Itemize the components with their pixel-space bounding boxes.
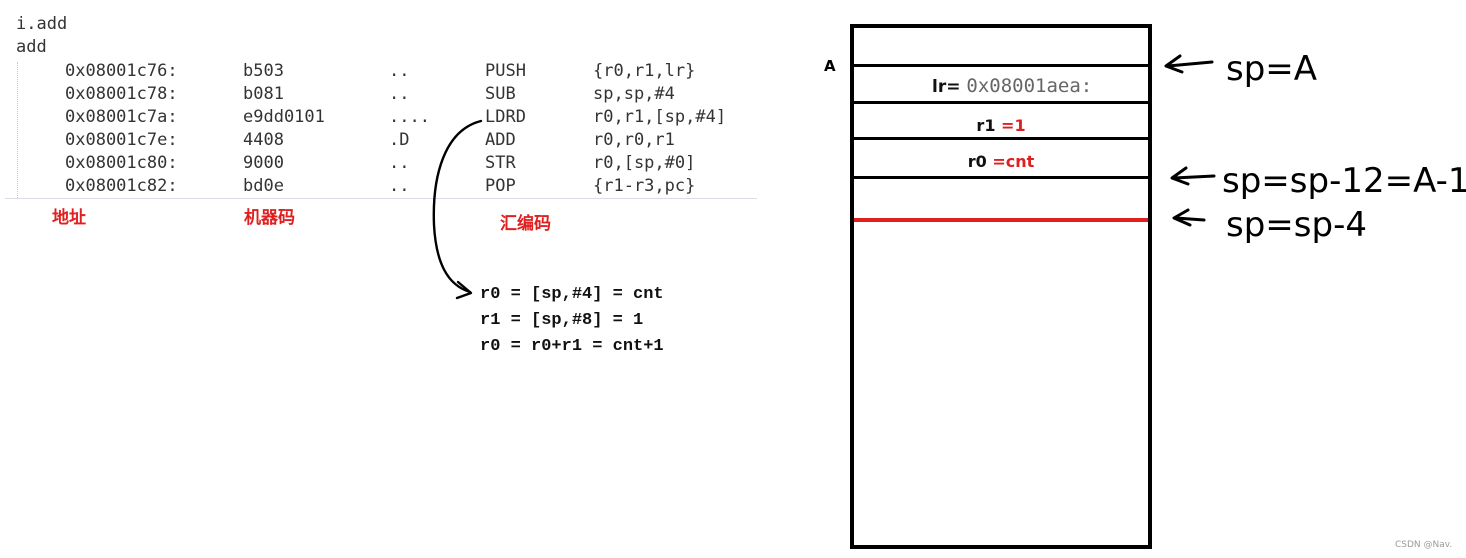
- stack-divider: [854, 64, 1148, 67]
- machine-code-cell: 4408: [243, 130, 284, 150]
- operands-cell: {r1-r3,pc}: [593, 176, 696, 196]
- stack-address-a-label: A: [824, 57, 836, 75]
- machine-code-cell: bd0e: [243, 176, 284, 196]
- r1-label: r1: [976, 116, 996, 135]
- instruction-row: 0x08001c78: b081 .. SUB sp,sp,#4: [0, 83, 760, 106]
- r0-value: =cnt: [992, 152, 1035, 171]
- listing-divider: [5, 198, 757, 199]
- sp-minus-4-annotation: sp=sp-4: [1172, 205, 1367, 245]
- section-name: i.add: [16, 14, 68, 34]
- sp-minus-12-annotation: sp=sp-12=A-12: [1170, 161, 1466, 201]
- address-cell: 0x08001c76:: [65, 61, 178, 81]
- operands-cell: r0,[sp,#0]: [593, 153, 696, 173]
- stack-slot-r0: r0 =cnt: [854, 152, 1148, 171]
- mnemonic-cell: PUSH: [485, 61, 526, 81]
- ascii-cell: ..: [389, 176, 410, 196]
- ascii-cell: ....: [389, 107, 430, 127]
- stack-divider: [854, 176, 1148, 179]
- explanation-line: r0 = r0+r1 = cnt+1: [480, 337, 664, 356]
- address-cell: 0x08001c82:: [65, 176, 178, 196]
- indent-guide: [17, 62, 18, 198]
- mnemonic-cell: SUB: [485, 84, 516, 104]
- address-cell: 0x08001c7e:: [65, 130, 178, 150]
- mnemonic-cell: LDRD: [485, 107, 526, 127]
- operands-cell: sp,sp,#4: [593, 84, 675, 104]
- function-name: add: [16, 37, 47, 57]
- instruction-row: 0x08001c80: 9000 .. STR r0,[sp,#0]: [0, 152, 760, 175]
- stack-slot-lr: lr= 0x08001aea:: [932, 75, 1092, 97]
- machine-code-cell: b503: [243, 61, 284, 81]
- mnemonic-cell: POP: [485, 176, 516, 196]
- ascii-cell: ..: [389, 84, 410, 104]
- address-cell: 0x08001c78:: [65, 84, 178, 104]
- sp-equals-a-annotation: sp=A: [1164, 49, 1317, 89]
- address-cell: 0x08001c80:: [65, 153, 178, 173]
- address-cell: 0x08001c7a:: [65, 107, 178, 127]
- r1-value: =1: [1001, 116, 1026, 135]
- explanation-line: r0 = [sp,#4] = cnt: [480, 285, 664, 304]
- machine-code-cell: 9000: [243, 153, 284, 173]
- instruction-row: 0x08001c76: b503 .. PUSH {r0,r1,lr}: [0, 60, 760, 83]
- stack-slot-r1: r1 =1: [854, 116, 1148, 135]
- sp-minus4-text: sp=sp-4: [1226, 205, 1367, 245]
- stack-divider: [854, 137, 1148, 140]
- ascii-cell: ..: [389, 153, 410, 173]
- lr-label: lr=: [932, 77, 961, 97]
- address-label: 地址: [52, 208, 86, 228]
- operands-cell: {r0,r1,lr}: [593, 61, 696, 81]
- machine-code-cell: b081: [243, 84, 284, 104]
- ascii-cell: ..: [389, 61, 410, 81]
- machine-code-cell: e9dd0101: [243, 107, 325, 127]
- watermark: CSDN @Nav.: [1395, 540, 1453, 550]
- lr-value: 0x08001aea:: [966, 75, 1093, 97]
- ascii-cell: .D: [389, 130, 410, 150]
- sp-minus12-text: sp=sp-12=A-12: [1222, 161, 1466, 201]
- operands-cell: r0,r0,r1: [593, 130, 675, 150]
- curved-arrow: [432, 119, 483, 294]
- r0-label: r0: [967, 152, 987, 171]
- stack-frame-box: lr= 0x08001aea: r1 =1 r0 =cnt: [850, 24, 1152, 549]
- mnemonic-cell: STR: [485, 153, 516, 173]
- operands-cell: r0,r1,[sp,#4]: [593, 107, 727, 127]
- stack-red-divider: [854, 218, 1148, 222]
- instruction-row: 0x08001c7a: e9dd0101 .... LDRD r0,r1,[sp…: [0, 106, 760, 129]
- stack-divider: [854, 101, 1148, 104]
- instruction-row: 0x08001c82: bd0e .. POP {r1-r3,pc}: [0, 175, 760, 198]
- mnemonic-cell: ADD: [485, 130, 516, 150]
- explanation-line: r1 = [sp,#8] = 1: [480, 311, 644, 330]
- assembly-label: 汇编码: [500, 214, 551, 234]
- sp-a-text: sp=A: [1226, 49, 1317, 89]
- arrow-head: [455, 280, 473, 300]
- instruction-row: 0x08001c7e: 4408 .D ADD r0,r0,r1: [0, 129, 760, 152]
- machine-code-label: 机器码: [244, 208, 295, 228]
